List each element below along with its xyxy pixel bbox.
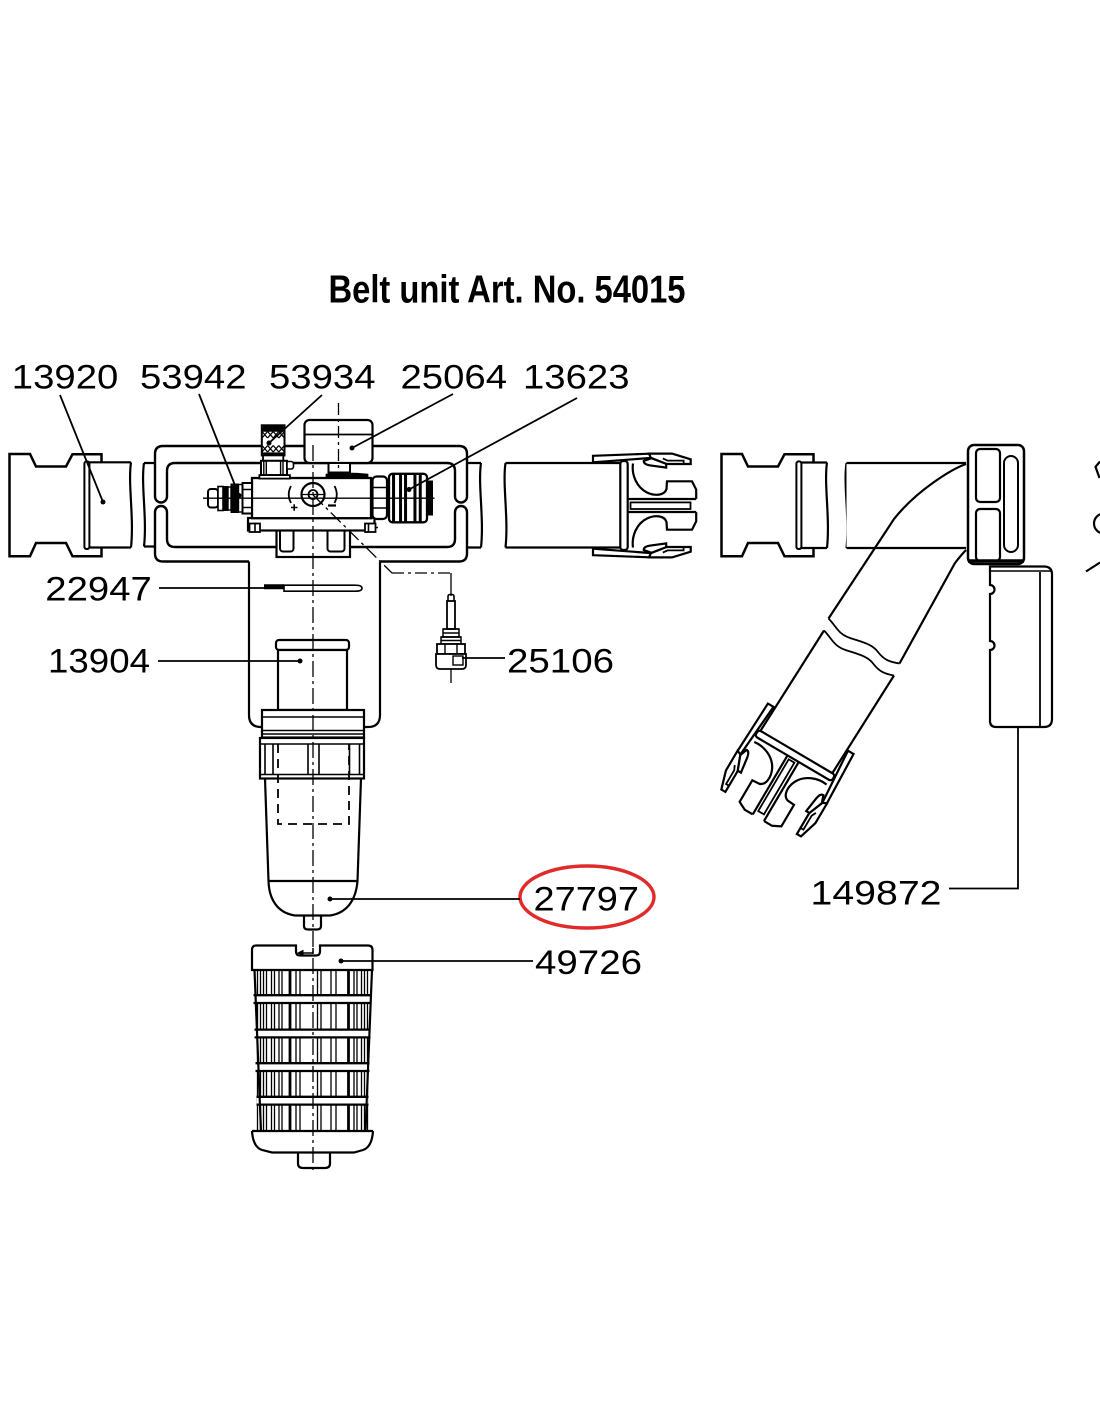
svg-text:149872: 149872 <box>811 875 942 913</box>
svg-text:25106: 25106 <box>507 643 614 681</box>
svg-text:25064: 25064 <box>401 359 508 397</box>
svg-text:22947: 22947 <box>45 571 152 609</box>
svg-text:Belt unit Art. No. 54015: Belt unit Art. No. 54015 <box>329 269 686 312</box>
svg-text:53942: 53942 <box>140 359 247 397</box>
svg-text:13920: 13920 <box>12 359 119 397</box>
svg-text:27797: 27797 <box>534 881 640 919</box>
svg-text:49726: 49726 <box>535 944 642 982</box>
svg-text:53934: 53934 <box>269 359 376 397</box>
svg-text:13904: 13904 <box>48 643 150 681</box>
svg-text:13623: 13623 <box>523 359 630 397</box>
